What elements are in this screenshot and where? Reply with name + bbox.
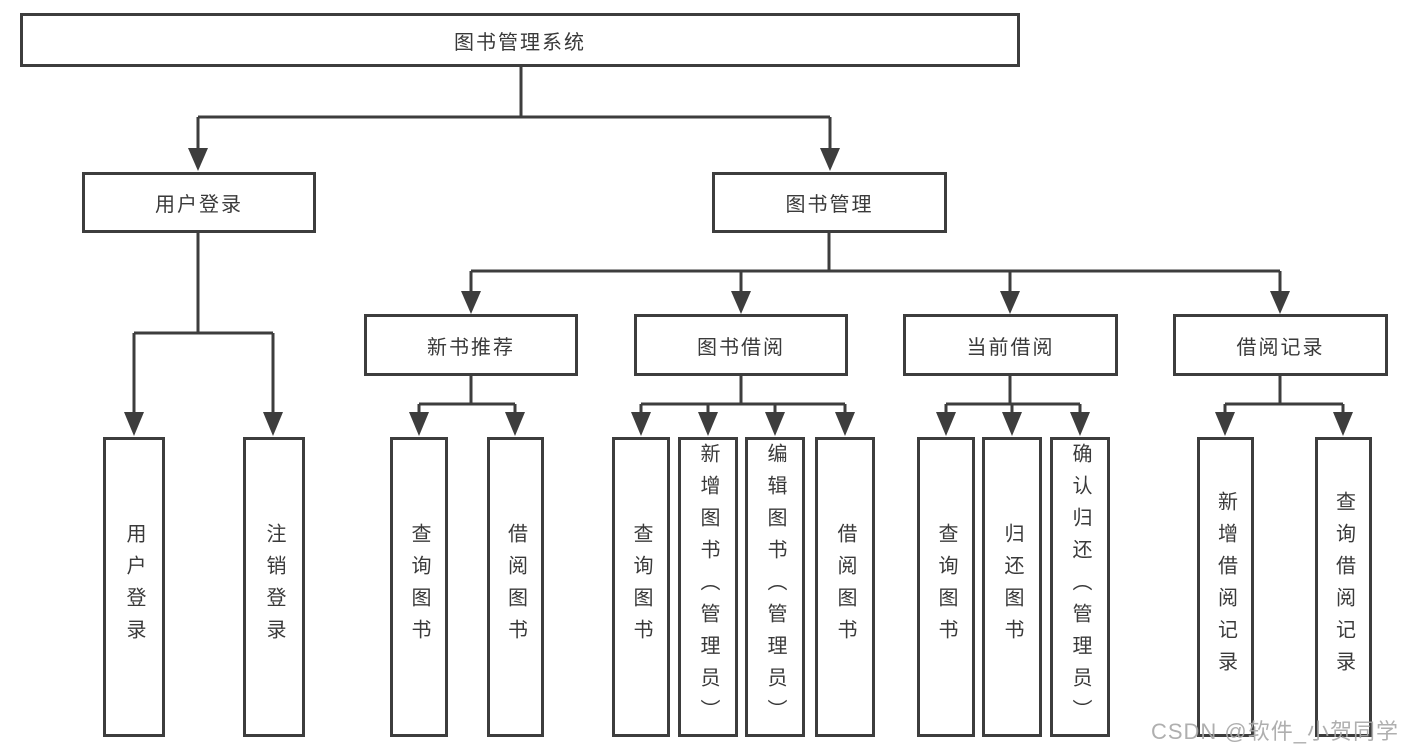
leaf-user-login: 用户登录	[103, 437, 165, 737]
leaf-add-books-admin: 新增图书（管理员）	[678, 437, 738, 737]
leaf-borrow-books: 借阅图书	[815, 437, 875, 737]
leaf-label: 确认归还（管理员）	[1069, 443, 1091, 731]
leaf-label: 借阅图书	[834, 523, 856, 651]
leaf-label: 查询借阅记录	[1332, 491, 1355, 683]
connector-root	[188, 67, 840, 171]
connector-current-borrow	[936, 376, 1090, 436]
leaf-edit-books-admin: 编辑图书（管理员）	[745, 437, 805, 737]
leaf-label: 注销登录	[263, 523, 285, 651]
node-label: 借阅记录	[1236, 336, 1325, 359]
connector-new-book-rec	[409, 376, 525, 436]
leaf-label: 新增借阅记录	[1214, 491, 1237, 683]
node-book-mgmt: 图书管理	[712, 172, 947, 233]
leaf-query-books-borrow: 查询图书	[612, 437, 670, 737]
connector-book-mgmt	[461, 233, 1290, 314]
node-label: 图书借阅	[697, 336, 785, 359]
node-label: 新书推荐	[427, 336, 515, 359]
node-label: 当前借阅	[966, 336, 1055, 359]
node-label: 图书管理系统	[454, 31, 586, 54]
node-user-login: 用户登录	[82, 172, 316, 233]
leaf-label: 查询图书	[408, 523, 430, 651]
node-label: 图书管理	[785, 194, 874, 216]
leaf-borrow-books-rec: 借阅图书	[487, 437, 544, 737]
leaf-label: 编辑图书（管理员）	[764, 443, 786, 731]
node-current-borrow: 当前借阅	[903, 314, 1118, 376]
leaf-confirm-return-admin: 确认归还（管理员）	[1050, 437, 1110, 737]
leaf-label: 借阅图书	[504, 523, 527, 651]
node-root: 图书管理系统	[20, 13, 1020, 67]
leaf-label: 用户登录	[123, 523, 145, 651]
leaf-add-borrow-record: 新增借阅记录	[1197, 437, 1254, 737]
csdn-watermark: CSDN @软件_小贺同学	[1150, 719, 1399, 744]
node-label: 用户登录	[155, 194, 243, 216]
connector-borrow-records	[1215, 376, 1353, 436]
leaf-label: 归还图书	[1001, 523, 1023, 651]
connector-user-login	[124, 233, 283, 436]
leaf-label: 新增图书（管理员）	[697, 443, 719, 731]
leaf-query-borrow-record: 查询借阅记录	[1315, 437, 1372, 737]
node-new-book-rec: 新书推荐	[364, 314, 578, 376]
leaf-label: 查询图书	[630, 523, 652, 651]
leaf-label: 查询图书	[935, 523, 957, 651]
node-borrow-records: 借阅记录	[1173, 314, 1388, 376]
leaf-return-books: 归还图书	[982, 437, 1042, 737]
leaf-logout: 注销登录	[243, 437, 305, 737]
leaf-query-books-current: 查询图书	[917, 437, 975, 737]
leaf-query-books-rec: 查询图书	[390, 437, 448, 737]
connector-book-borrow	[631, 376, 855, 436]
node-book-borrow: 图书借阅	[634, 314, 848, 376]
